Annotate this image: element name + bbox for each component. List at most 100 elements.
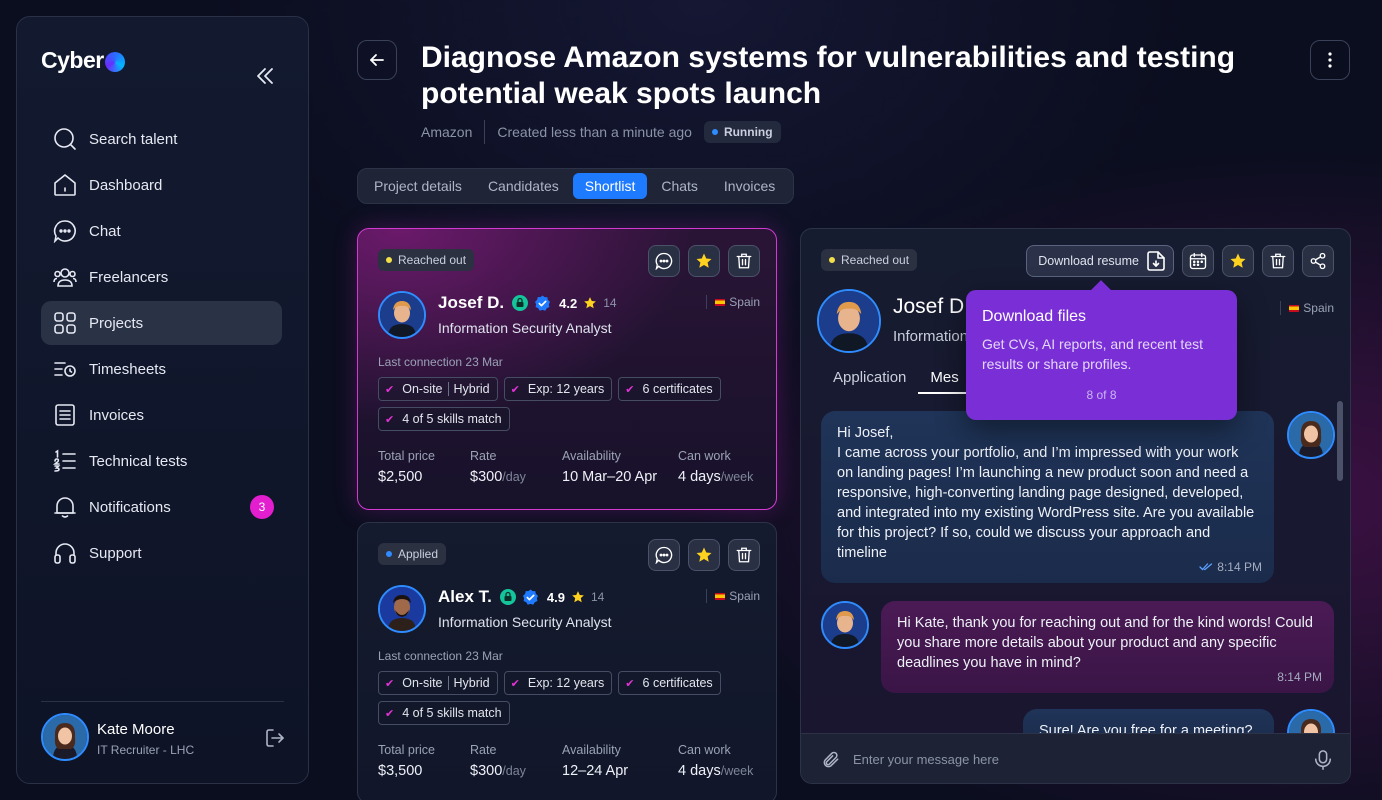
sidebar-item-projects[interactable]: Projects: [41, 301, 282, 345]
candidate-avatar: [817, 289, 881, 353]
verified-lock-icon: [512, 295, 529, 311]
stat-value: $3,500: [378, 763, 423, 779]
sidebar-item-search-talent[interactable]: Search talent: [41, 117, 282, 161]
chat-icon: [655, 252, 673, 270]
stat-value: 12–24 Apr: [562, 763, 629, 779]
candidate-country: Spain: [1280, 301, 1334, 315]
verified-badge-icon: [534, 295, 551, 312]
sidebar-item-technical-tests[interactable]: Technical tests: [41, 439, 282, 483]
stat-total-price: Total price$2,500: [378, 449, 470, 485]
logout-icon[interactable]: [264, 727, 286, 749]
verified-badge-icon: [522, 589, 539, 606]
message-button[interactable]: [648, 245, 680, 277]
user-profile[interactable]: Kate Moore IT Recruiter - LHC: [41, 713, 286, 765]
rate-value: $300: [470, 763, 503, 779]
message-time-text: 8:14 PM: [1277, 670, 1322, 684]
candidate-status-badge: Reached out: [821, 249, 918, 271]
download-resume-button[interactable]: Download resume: [1026, 245, 1174, 277]
schedule-button[interactable]: [1182, 245, 1214, 277]
tab-chats[interactable]: Chats: [661, 178, 698, 194]
work-value: 4 days: [678, 469, 721, 485]
delete-button[interactable]: [728, 539, 760, 571]
candidate-detail-panel: Reached out Download resume Josef D Info…: [800, 228, 1351, 784]
message-text: Hi Kate, thank you for reaching out and …: [897, 615, 1313, 671]
logo-mark: [104, 51, 125, 72]
notifications-count-badge: 3: [250, 495, 274, 519]
review-count: 14: [590, 590, 605, 604]
more-options-button[interactable]: [1310, 40, 1350, 80]
status-dot: [386, 257, 392, 263]
invoice-icon: [53, 403, 77, 427]
last-connection: Last connection 23 Mar: [378, 649, 503, 663]
calendar-icon: [1189, 252, 1207, 270]
candidate-country: Spain: [706, 589, 760, 603]
headset-icon: [53, 541, 77, 565]
sidebar-item-notifications[interactable]: Notifications 3: [41, 485, 282, 529]
sidebar-item-label: Dashboard: [89, 176, 163, 194]
favorite-button[interactable]: [1222, 245, 1254, 277]
microphone-icon[interactable]: [1314, 749, 1332, 770]
collapse-sidebar-icon[interactable]: [254, 65, 276, 87]
stat-rate: Rate $300/day: [470, 743, 562, 779]
delete-button[interactable]: [728, 245, 760, 277]
sidebar-item-label: Timesheets: [89, 360, 166, 378]
tab-candidates[interactable]: Candidates: [487, 178, 559, 194]
chat-icon: [53, 219, 77, 243]
star-icon: [583, 296, 597, 310]
favorite-button[interactable]: [688, 245, 720, 277]
stat-rate: Rate$300/day: [470, 449, 562, 485]
spain-flag-icon: [1289, 304, 1300, 312]
favorite-button[interactable]: [688, 539, 720, 571]
list-icon: [53, 449, 77, 473]
search-icon: [53, 127, 77, 151]
candidate-card[interactable]: Reached out Josef D. 4.2 14 Information …: [357, 228, 777, 510]
timesheet-icon: [53, 357, 77, 381]
stat-value: $300/day: [470, 763, 562, 779]
sidebar-item-support[interactable]: Support: [41, 531, 282, 575]
tab-application[interactable]: Application: [833, 369, 907, 386]
status-dot: [829, 257, 835, 263]
message-button[interactable]: [648, 539, 680, 571]
delete-button[interactable]: [1262, 245, 1294, 277]
stat-label: Rate: [470, 743, 497, 757]
check-icon: ✔: [385, 383, 395, 396]
sidebar-item-chat[interactable]: Chat: [41, 209, 282, 253]
spain-flag-icon: [715, 298, 726, 306]
sidebar-item-freelancers[interactable]: Freelancers: [41, 255, 282, 299]
candidate-status-badge: Applied: [378, 543, 447, 565]
candidate-name: Josef D. 4.2 14: [438, 293, 617, 313]
star-icon: [695, 546, 713, 564]
card-actions: [648, 245, 760, 277]
tab-shortlist[interactable]: Shortlist: [572, 173, 648, 199]
arrow-left-icon: [368, 51, 386, 69]
check-icon: ✔: [385, 677, 395, 690]
message-text: Hi Josef, I came across your portfolio, …: [837, 425, 1255, 561]
back-button[interactable]: [357, 40, 397, 80]
stat-label: Can work: [678, 743, 731, 757]
sidebar-item-label: Search talent: [89, 130, 178, 148]
candidate-card[interactable]: Applied Alex T. 4.9 14 Information Secur…: [357, 522, 777, 800]
share-button[interactable]: [1302, 245, 1334, 277]
message-input[interactable]: [853, 744, 1314, 775]
message-scrollbar[interactable]: [1337, 401, 1343, 481]
tab-project-details[interactable]: Project details: [374, 178, 462, 194]
candidate-avatar: [378, 585, 426, 633]
tab-invoices[interactable]: Invoices: [723, 178, 776, 194]
tag-label: Hybrid: [453, 676, 490, 690]
divider: [706, 295, 708, 309]
sidebar-item-dashboard[interactable]: Dashboard: [41, 163, 282, 207]
experience-tag: ✔Exp: 12 years: [503, 377, 613, 401]
tag-label: 4 of 5 skills match: [402, 412, 502, 426]
attachment-icon[interactable]: [821, 750, 841, 770]
tab-messages[interactable]: Mes: [918, 369, 971, 394]
sidebar-item-invoices[interactable]: Invoices: [41, 393, 282, 437]
star-icon: [571, 590, 585, 604]
logo[interactable]: Cyber: [41, 47, 125, 74]
stat-label: Total price: [378, 743, 435, 757]
sidebar-item-timesheets[interactable]: Timesheets: [41, 347, 282, 391]
stat-value: $2,500: [378, 469, 423, 485]
